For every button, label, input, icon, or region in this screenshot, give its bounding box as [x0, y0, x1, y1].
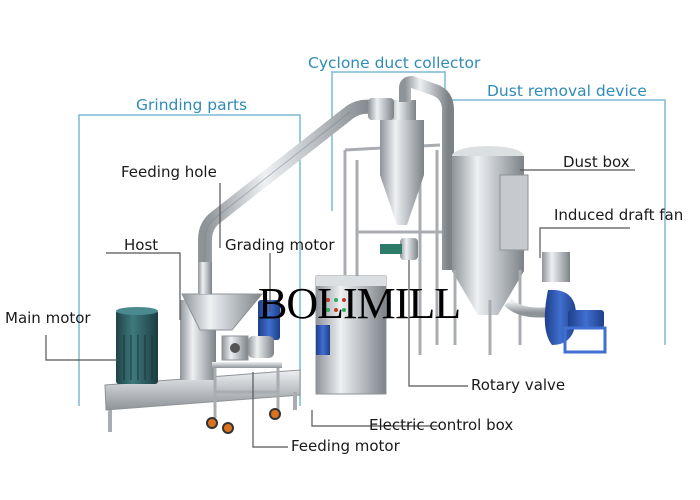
- leader-lines: [45, 169, 635, 448]
- label-grading-motor: Grading motor: [225, 236, 335, 254]
- label-electric-control-box: Electric control box: [369, 416, 514, 434]
- label-main-motor: Main motor: [5, 309, 91, 327]
- label-feeding-motor: Feeding motor: [291, 437, 400, 455]
- label-grinding-parts: Grinding parts: [136, 96, 248, 114]
- label-cyclone-duct-collector: Cyclone duct collector: [308, 54, 481, 72]
- group-brackets: [78, 71, 666, 406]
- label-dust-box: Dust box: [563, 153, 630, 171]
- label-feeding-hole: Feeding hole: [121, 163, 217, 181]
- label-dust-removal-device: Dust removal device: [487, 82, 647, 100]
- label-host: Host: [124, 236, 159, 254]
- brand-watermark: BOLIMILL: [258, 279, 461, 328]
- label-rotary-valve: Rotary valve: [471, 376, 566, 394]
- label-induced-draft-fan: Induced draft fan: [554, 206, 684, 224]
